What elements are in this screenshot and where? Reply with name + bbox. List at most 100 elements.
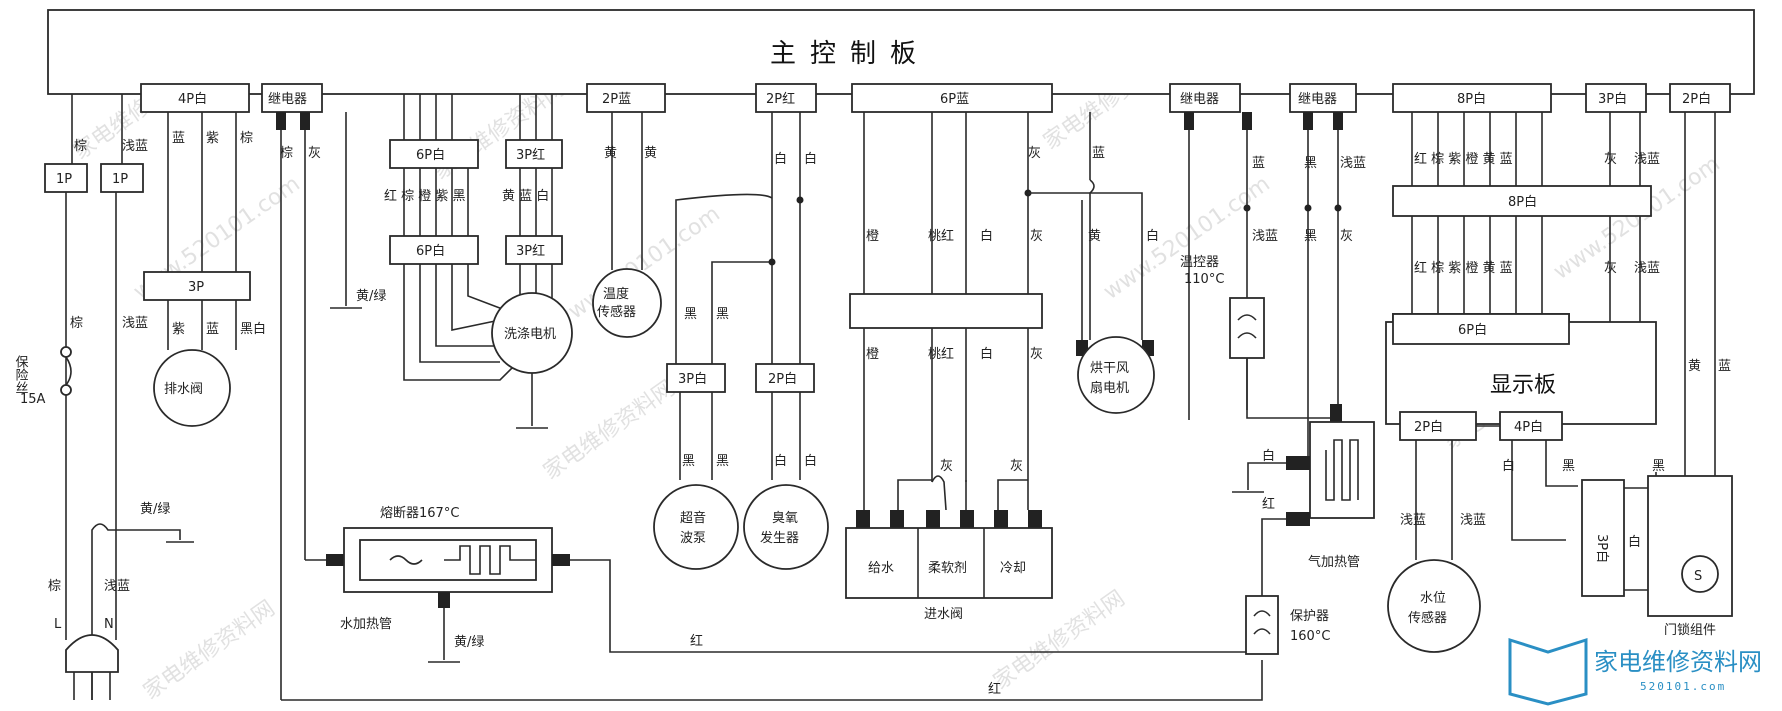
- svg-text:蓝: 蓝: [206, 322, 219, 337]
- water-heater-group: 棕 灰 熔断器167°C 水加热管 黄/绿 红 红: [280, 130, 1263, 701]
- svg-text:发生器: 发生器: [760, 530, 799, 546]
- svg-text:冷却: 冷却: [1000, 561, 1026, 576]
- connector-1p-b: [100, 163, 144, 193]
- svg-text:超音: 超音: [680, 510, 706, 526]
- svg-text:红 棕 紫 橙 黄 蓝: 红 棕 紫 橙 黄 蓝: [1414, 151, 1513, 167]
- connector-2p-white-ozone: [755, 363, 815, 393]
- connector-2p-white-level: [1399, 411, 1477, 441]
- svg-text:黄: 黄: [1688, 359, 1701, 374]
- svg-text:灰: 灰: [1604, 261, 1617, 276]
- power-plug: [65, 634, 119, 673]
- connector-2p-blue-label: 2P蓝: [602, 92, 631, 107]
- water-level-sensor: [1387, 559, 1481, 653]
- svg-text:黑: 黑: [716, 307, 729, 322]
- main-board-label: 主控制板: [770, 39, 930, 69]
- svg-text:6P白: 6P白: [416, 243, 445, 259]
- air-heater-group: 蓝 浅蓝 温控器 110°C 黑 浅蓝 黑 灰 气加热管 白 红 保护器 160…: [1180, 130, 1375, 655]
- svg-text:黑: 黑: [1304, 229, 1317, 244]
- svg-text:紫: 紫: [172, 322, 185, 337]
- svg-text:3P白: 3P白: [678, 371, 707, 387]
- svg-text:4P白: 4P白: [1514, 419, 1543, 435]
- svg-text:黄 蓝 白: 黄 蓝 白: [502, 188, 549, 204]
- svg-text:白: 白: [804, 151, 817, 167]
- door-lock: [1647, 475, 1733, 617]
- door-lock-label: 门锁组件: [1664, 622, 1716, 638]
- svg-text:棕: 棕: [48, 579, 61, 594]
- svg-text:黑: 黑: [1304, 156, 1317, 171]
- svg-text:3P红: 3P红: [516, 243, 545, 259]
- svg-text:水位: 水位: [1420, 591, 1446, 606]
- connector-1p-a: [44, 163, 88, 193]
- svg-text:红 棕 橙 紫 黑: 红 棕 橙 紫 黑: [384, 188, 466, 204]
- temp-sensor-group: 黄 黄 温度 传感器: [592, 112, 662, 338]
- connector-6p-white-2: [389, 235, 479, 265]
- ozone-generator: [743, 484, 829, 570]
- svg-text:浅蓝: 浅蓝: [1340, 156, 1366, 171]
- svg-text:黑: 黑: [684, 307, 697, 322]
- connector-6p-white-1: [389, 139, 479, 169]
- connector-4p-white-label: 4P白: [178, 91, 207, 107]
- svg-text:2P白: 2P白: [768, 371, 797, 387]
- dry-fan-group: 烘干风 扇电机: [1076, 200, 1155, 414]
- main-control-board: [47, 9, 1755, 95]
- relay-3-label: 继电器: [1298, 92, 1337, 107]
- svg-text:灰: 灰: [1010, 459, 1023, 474]
- svg-text:黄/绿: 黄/绿: [454, 635, 484, 650]
- svg-text:黄: 黄: [1088, 229, 1101, 244]
- svg-text:浅蓝: 浅蓝: [122, 139, 148, 154]
- svg-text:3P: 3P: [188, 280, 204, 295]
- svg-text:白: 白: [980, 228, 993, 244]
- svg-text:蓝: 蓝: [1718, 359, 1731, 374]
- connector-3p-red-1: [505, 139, 563, 169]
- fuse-amp: 15A: [20, 392, 46, 407]
- svg-text:烘干风: 烘干风: [1090, 361, 1129, 376]
- relay-2: [1169, 83, 1241, 113]
- connector-2p-blue: [586, 83, 666, 113]
- relay-1: [261, 83, 323, 113]
- connector-3p-red-2: [505, 235, 563, 265]
- inlet-valve-label: 进水阀: [924, 607, 963, 622]
- svg-text:N: N: [104, 617, 114, 632]
- svg-text:传感器: 传感器: [597, 304, 636, 320]
- connector-4p-white-disp: [1499, 411, 1563, 441]
- svg-text:保护器: 保护器: [1290, 609, 1329, 624]
- display-board-label: 显示板: [1490, 373, 1556, 398]
- thermal-fuse-label: 熔断器167°C: [380, 506, 459, 521]
- svg-text:蓝: 蓝: [172, 131, 185, 146]
- svg-text:红: 红: [988, 681, 1001, 697]
- svg-text:温度: 温度: [603, 286, 629, 302]
- svg-text:紫: 紫: [206, 131, 219, 146]
- svg-text:桃红: 桃红: [928, 228, 954, 244]
- site-logo: 家电维修资料网 520101.com: [1508, 637, 1762, 706]
- power-section: 1P 1P 棕 浅蓝 棕 浅蓝 保险丝 15A 黄/绿 棕 浅蓝 L N: [13, 94, 194, 700]
- svg-text:棕: 棕: [70, 316, 83, 331]
- svg-text:3P白: 3P白: [1594, 534, 1610, 563]
- svg-text:给水: 给水: [868, 561, 894, 576]
- connector-8p-white-top: [1392, 83, 1552, 113]
- svg-text:6P白: 6P白: [416, 147, 445, 163]
- svg-text:灰: 灰: [308, 146, 321, 161]
- svg-text:110°C: 110°C: [1184, 272, 1224, 287]
- drain-valve: [153, 349, 231, 427]
- svg-text:黑: 黑: [682, 454, 695, 469]
- svg-text:黄: 黄: [644, 146, 657, 161]
- connector-2p-red: [755, 83, 817, 113]
- svg-text:棕: 棕: [240, 131, 253, 146]
- connector-1p-a-label: 1P: [56, 172, 72, 187]
- watermark-text: 家电维修资料网: [539, 376, 680, 485]
- relay-2-label: 继电器: [1180, 92, 1219, 107]
- dry-fan-motor: [1077, 336, 1155, 414]
- connector-2p-white-top-label: 2P白: [1682, 91, 1711, 107]
- svg-text:柔软剂: 柔软剂: [928, 561, 967, 576]
- svg-text:棕: 棕: [74, 139, 87, 154]
- svg-text:白: 白: [774, 453, 787, 469]
- water-heater-label: 水加热管: [340, 617, 392, 632]
- svg-text:浅蓝: 浅蓝: [1400, 513, 1426, 528]
- svg-text:3P红: 3P红: [516, 147, 545, 163]
- connector-8p-white-top-label: 8P白: [1457, 91, 1486, 107]
- svg-text:橙: 橙: [866, 229, 879, 244]
- valve-junction: [849, 293, 1043, 329]
- svg-text:灰: 灰: [1030, 347, 1043, 362]
- connector-3p-white-top-label: 3P白: [1598, 91, 1627, 107]
- fuse-label: 保险丝: [13, 355, 29, 394]
